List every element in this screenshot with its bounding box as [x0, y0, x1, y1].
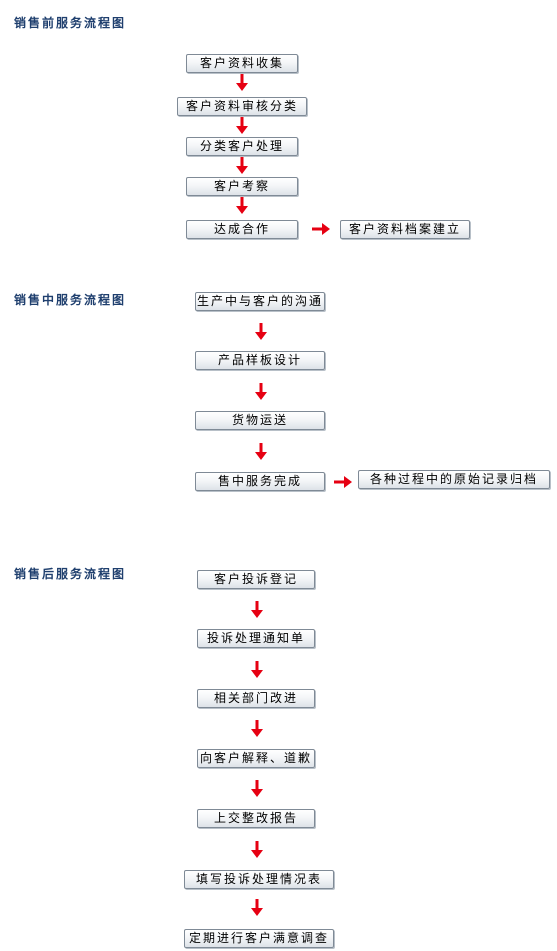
arrow-down-icon	[236, 197, 248, 214]
step-post-2[interactable]: 投诉处理通知单	[197, 629, 315, 648]
arrow-down-icon	[251, 601, 263, 618]
step-post-3[interactable]: 相关部门改进	[197, 689, 315, 708]
arrow-down-icon	[251, 720, 263, 737]
step-pre-3[interactable]: 分类客户处理	[186, 137, 298, 156]
arrow-down-icon	[251, 841, 263, 858]
step-pre-2[interactable]: 客户资料审核分类	[177, 97, 307, 116]
arrow-down-icon	[251, 899, 263, 916]
section-title-pre-sale: 销售前服务流程图	[14, 16, 127, 30]
step-in-1[interactable]: 生产中与客户的沟通	[195, 292, 325, 311]
step-in-4[interactable]: 售中服务完成	[195, 472, 325, 491]
arrow-right-icon	[312, 223, 330, 235]
arrow-down-icon	[251, 661, 263, 678]
step-post-7[interactable]: 定期进行客户满意调查	[184, 929, 334, 948]
step-pre-1[interactable]: 客户资料收集	[186, 54, 298, 73]
arrow-down-icon	[236, 117, 248, 134]
arrow-down-icon	[255, 443, 267, 460]
side-step-in[interactable]: 各种过程中的原始记录归档	[358, 470, 550, 489]
arrow-down-icon	[236, 74, 248, 91]
arrow-down-icon	[251, 780, 263, 797]
arrow-down-icon	[255, 323, 267, 340]
step-post-1[interactable]: 客户投诉登记	[197, 570, 315, 589]
section-title-post-sale: 销售后服务流程图	[14, 567, 127, 581]
section-title-in-sale: 销售中服务流程图	[14, 293, 127, 307]
arrow-right-icon	[334, 476, 352, 488]
step-post-4[interactable]: 向客户解释、道歉	[197, 749, 315, 768]
step-in-2[interactable]: 产品样板设计	[195, 351, 325, 370]
arrow-down-icon	[255, 383, 267, 400]
arrow-down-icon	[236, 157, 248, 174]
step-post-6[interactable]: 填写投诉处理情况表	[184, 870, 334, 889]
step-in-3[interactable]: 货物运送	[195, 411, 325, 430]
step-pre-5[interactable]: 达成合作	[186, 220, 298, 239]
step-pre-4[interactable]: 客户考察	[186, 177, 298, 196]
step-post-5[interactable]: 上交整改报告	[197, 809, 315, 828]
side-step-pre[interactable]: 客户资料档案建立	[340, 220, 470, 239]
